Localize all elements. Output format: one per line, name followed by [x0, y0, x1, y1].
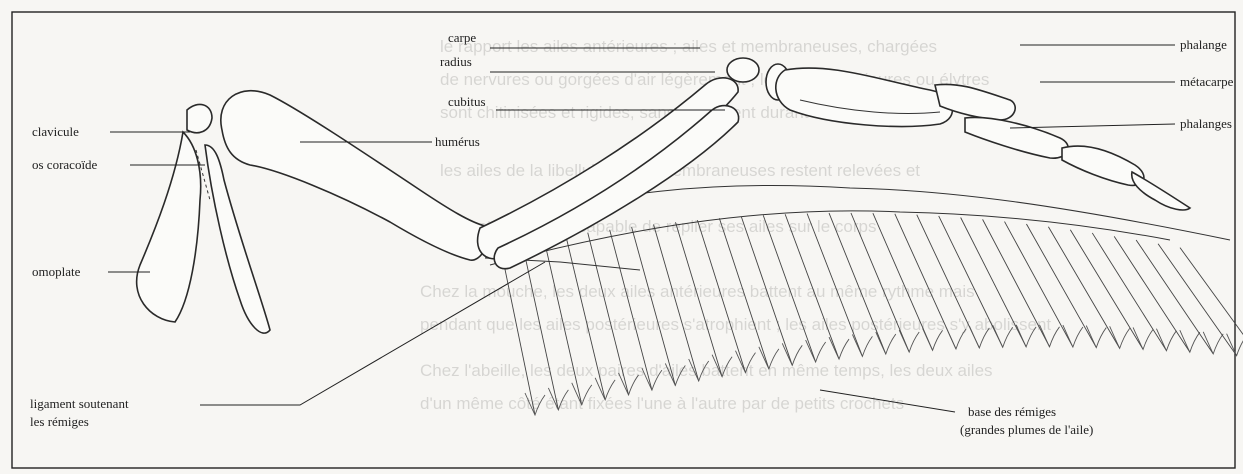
label-phalange: phalange: [1180, 37, 1227, 52]
label-clavicule: clavicule: [32, 124, 79, 139]
bleed-line: le rapport les ailes antérieures ; ailes…: [440, 37, 937, 56]
feather-shaft: [654, 225, 699, 381]
label-phalanges: phalanges: [1180, 116, 1232, 131]
feather-shaft: [1180, 248, 1243, 358]
coracoide-bone: [205, 145, 270, 333]
clavicule-bone: [187, 104, 212, 132]
label-metacarpe: métacarpe: [1180, 74, 1234, 89]
label-omoplate: omoplate: [32, 264, 81, 279]
label-coracoide: os coracoïde: [32, 157, 98, 172]
feather-shaft: [1092, 233, 1166, 351]
omoplate-bone: [137, 132, 201, 322]
feather-tip: [1063, 325, 1083, 347]
leader-phalanges: [1010, 124, 1175, 128]
label-cubitus: cubitus: [448, 94, 486, 109]
label-ligament-line2: les rémiges: [30, 414, 89, 429]
feather-tip: [1110, 326, 1130, 348]
feather-tip: [876, 332, 896, 354]
label-ligament-line1: ligament soutenant: [30, 396, 129, 411]
feather-shaft: [1070, 230, 1143, 350]
feather-tip: [1086, 326, 1106, 348]
label-base-line1: base des rémiges: [968, 404, 1056, 419]
bleed-line: d'un même côté étant fixées l'une à l'au…: [420, 394, 904, 413]
bleed-line: Chez la mouche, les deux ailes antérieur…: [420, 282, 975, 301]
cubitus-bone: [494, 106, 738, 269]
phalanges-bone-tip: [1132, 172, 1190, 210]
phalanges-bone-1: [965, 117, 1068, 158]
feathers-group: [500, 213, 1243, 415]
feather-shaft: [1136, 240, 1213, 354]
feather-shaft: [1048, 227, 1119, 349]
feather-shaft: [1158, 244, 1237, 356]
phalanges-bone-2: [1062, 146, 1144, 185]
label-humerus: humérus: [435, 134, 480, 149]
label-radius: radius: [440, 54, 472, 69]
label-base-line2: (grandes plumes de l'aile): [960, 422, 1093, 437]
carpal-bone: [727, 58, 759, 82]
label-carpe: carpe: [448, 30, 476, 45]
